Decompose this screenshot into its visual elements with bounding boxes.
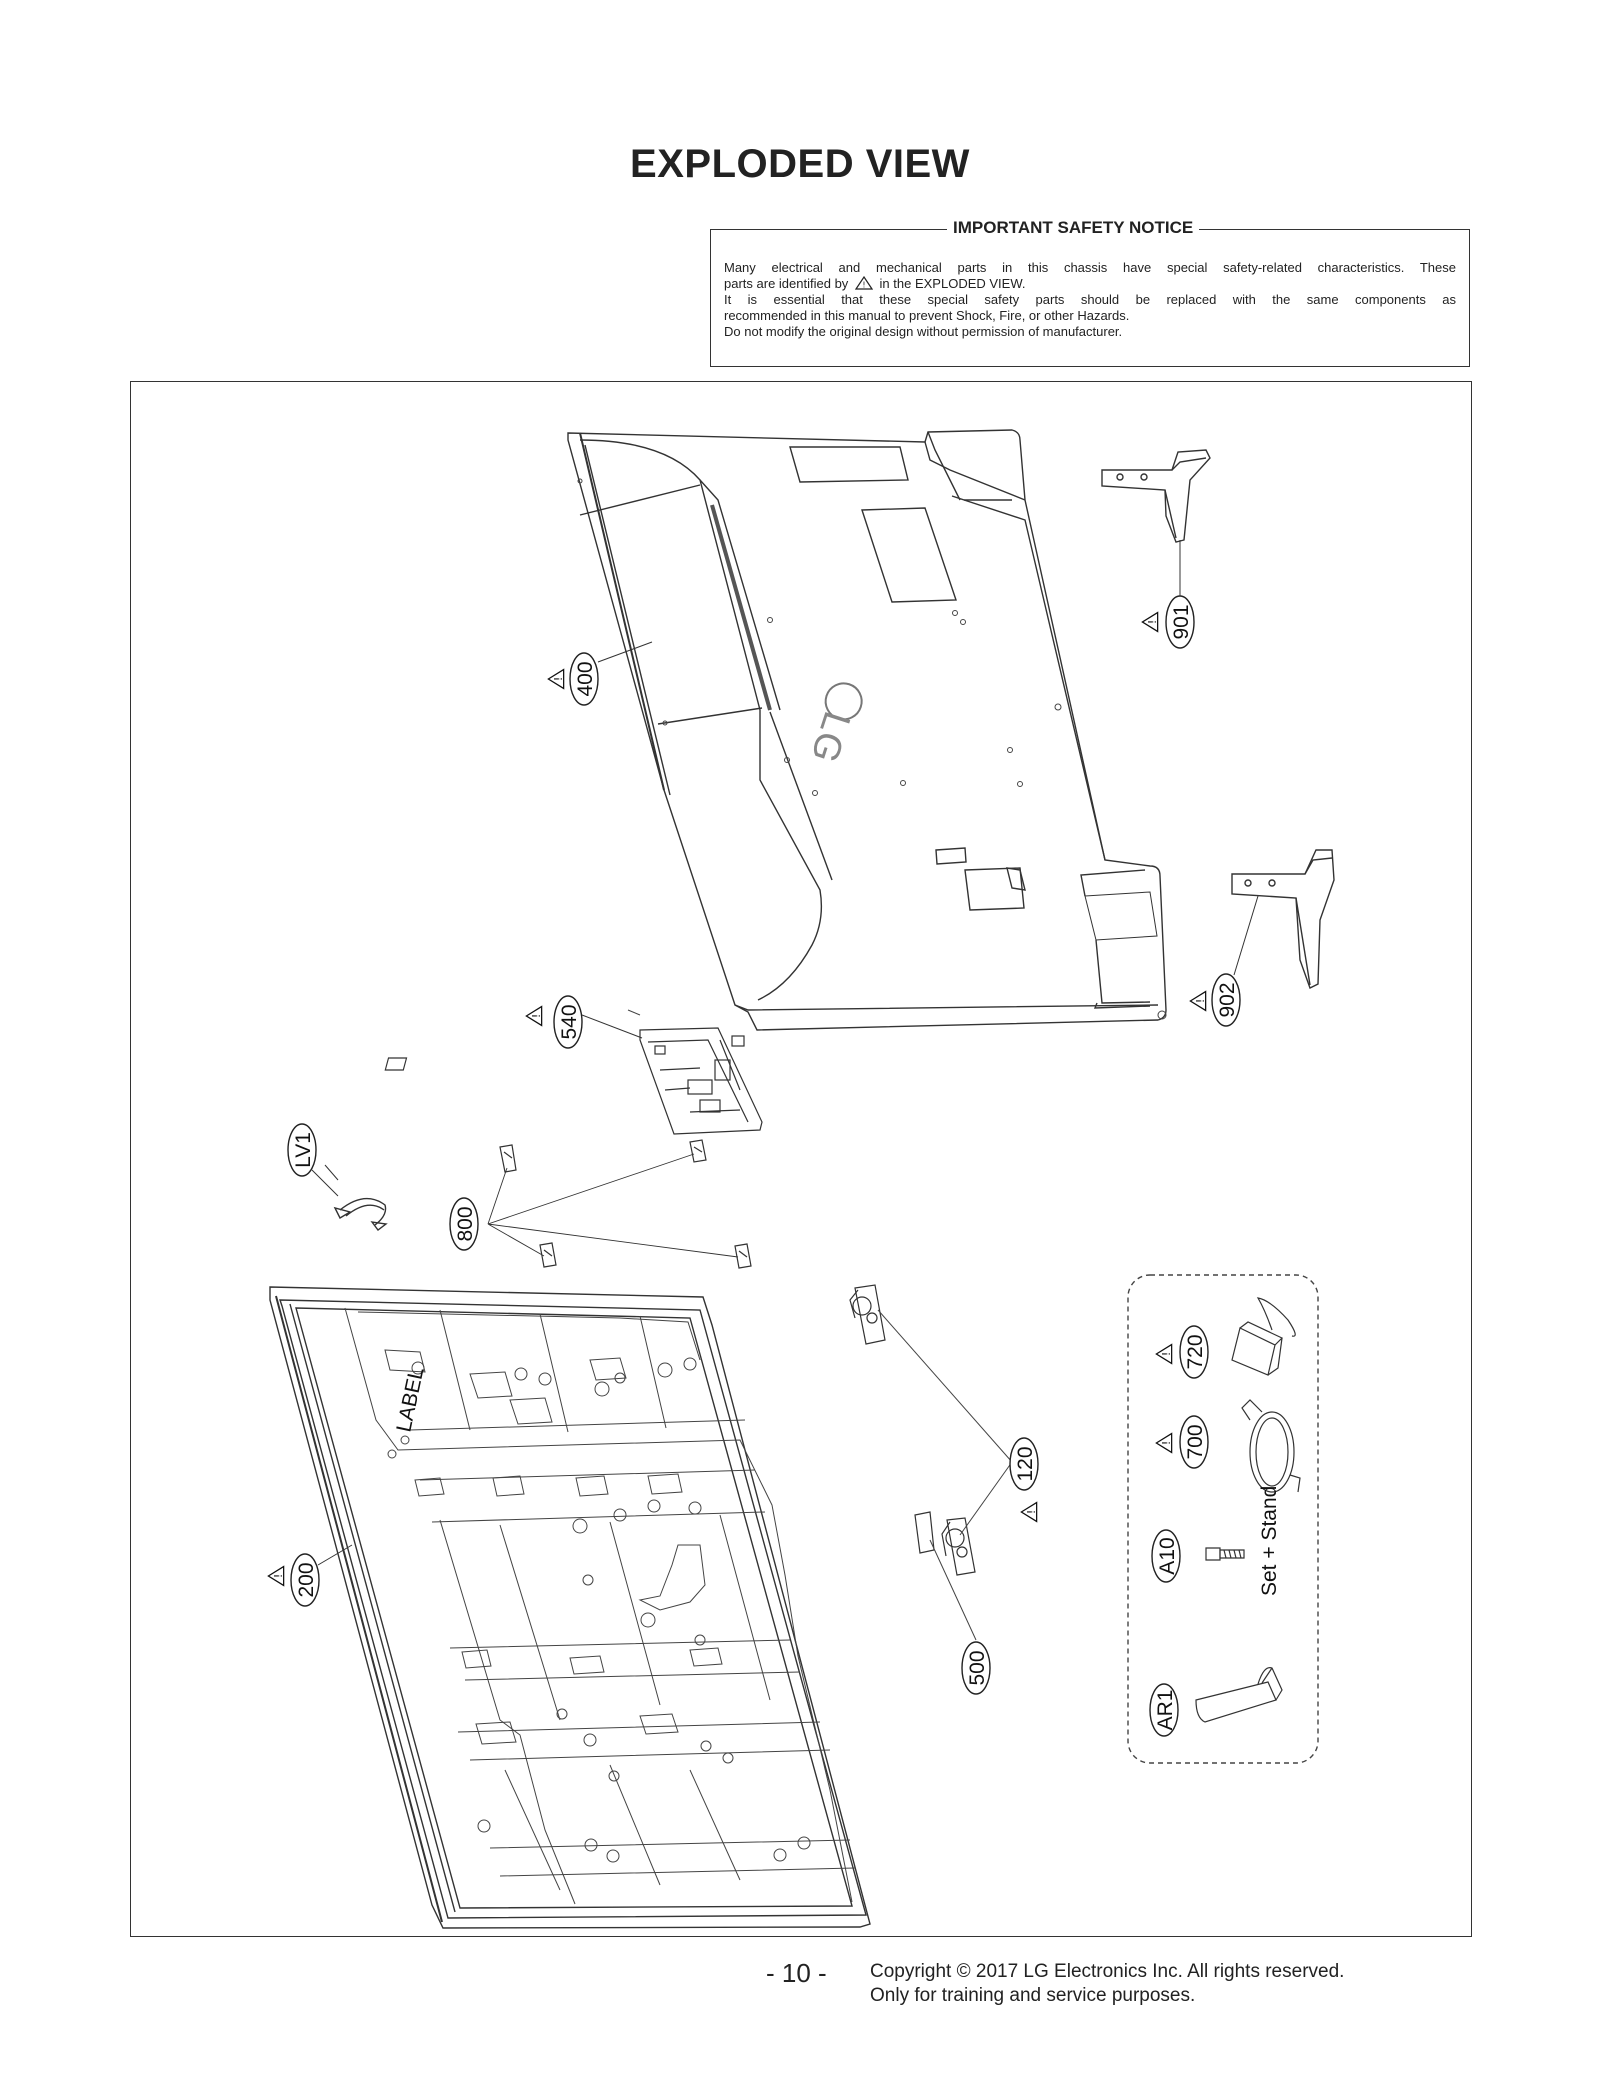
speaker-holders-part <box>487 1139 752 1269</box>
warning-triangle-icon <box>1020 1501 1038 1523</box>
part-label-120: 120 <box>1009 1437 1039 1523</box>
lv1-cable-part <box>324 1164 388 1231</box>
warning-triangle-icon <box>1141 611 1159 633</box>
notice-line-5: Do not modify the original design withou… <box>724 324 1123 339</box>
svg-text:!: ! <box>862 281 865 290</box>
notice-line-4: recommended in this manual to prevent Sh… <box>724 308 1130 323</box>
svg-text:500: 500 <box>966 1650 989 1685</box>
part-label-a10: A10 <box>1151 1529 1181 1583</box>
svg-text:902: 902 <box>1216 982 1239 1017</box>
speaker-leader-lines <box>627 1009 1013 1641</box>
copyright-text: Copyright © 2017 LG Electronics Inc. All… <box>870 1961 1345 1982</box>
svg-text:800: 800 <box>454 1206 477 1241</box>
notice-line-2-post: in the EXPLODED VIEW. <box>879 276 1026 291</box>
back-cover-part <box>567 429 1167 1031</box>
part-label-720: 720 <box>1155 1325 1209 1379</box>
back-cover-screw-holes <box>577 478 1167 1020</box>
svg-text:AR1: AR1 <box>1154 1690 1177 1731</box>
warning-triangle-icon <box>525 1005 543 1027</box>
notice-line-3: It is essential that these special safet… <box>724 292 1456 307</box>
warning-triangle-icon <box>267 1565 285 1587</box>
notice-line-1: Many electrical and mechanical parts in … <box>724 260 1456 275</box>
set-stand-note: Set + Stand <box>1258 1486 1281 1596</box>
accessory-box <box>1127 1274 1319 1764</box>
panel-label-text: LABEL <box>392 1365 428 1434</box>
svg-text:200: 200 <box>295 1562 318 1597</box>
svg-text:LV1: LV1 <box>292 1132 315 1168</box>
warning-triangle-icon <box>1189 990 1207 1012</box>
stand-left-part <box>1101 449 1211 543</box>
svg-text:720: 720 <box>1184 1334 1207 1369</box>
warning-triangle-icon <box>1155 1343 1173 1365</box>
svg-text:A10: A10 <box>1156 1537 1179 1574</box>
screw-part <box>1205 1547 1245 1561</box>
speaker-left-part <box>914 1511 976 1576</box>
diagram-frame <box>130 381 1472 1937</box>
warning-triangle-icon <box>547 668 565 690</box>
part-label-400: 400 <box>547 641 653 706</box>
power-cord-part <box>1241 1399 1301 1493</box>
svg-text:901: 901 <box>1170 604 1193 639</box>
notice-line-2: parts are identified by ! in the EXPLODE… <box>724 275 1456 292</box>
panel-inner-structure <box>344 1307 856 1905</box>
page-title: EXPLODED VIEW <box>630 142 970 186</box>
part-label-lv1: LV1 <box>287 1123 339 1197</box>
svg-text:700: 700 <box>1184 1424 1207 1459</box>
part-label-700: 700 <box>1155 1415 1209 1469</box>
training-note: Only for training and service purposes. <box>870 1985 1196 2006</box>
part-label-ar1: AR1 <box>1149 1683 1179 1737</box>
part-label-902: 902 <box>1189 895 1259 1027</box>
page-number: - 10 - <box>766 1958 827 1988</box>
lg-logo: LG <box>802 682 863 767</box>
safety-notice-body: Many electrical and mechanical parts in … <box>724 260 1456 340</box>
part-label-901: 901 <box>1141 540 1195 649</box>
part-label-800: 800 <box>449 1197 479 1251</box>
panel-screw-holes <box>387 1357 811 1863</box>
safety-notice-heading: IMPORTANT SAFETY NOTICE <box>947 218 1200 238</box>
part-label-200: 200 <box>267 1544 353 1607</box>
lg-logo-text: LG <box>802 706 858 767</box>
svg-text:120: 120 <box>1014 1446 1037 1481</box>
warning-triangle-icon: ! <box>852 275 876 291</box>
warning-triangle-icon <box>1155 1432 1173 1454</box>
svg-text:400: 400 <box>574 661 597 696</box>
notice-line-2-pre: parts are identified by <box>724 276 849 291</box>
svg-text:540: 540 <box>558 1004 581 1039</box>
footer-text: Copyright © 2017 LG Electronics Inc. All… <box>870 1960 1344 2008</box>
remote-control-part <box>1195 1667 1283 1723</box>
part-label-500: 500 <box>961 1641 991 1695</box>
display-panel-part <box>269 1286 871 1929</box>
stand-right-part <box>1231 849 1335 989</box>
main-board-part <box>384 1027 763 1135</box>
speaker-right-part <box>849 1284 886 1345</box>
safety-notice-box: IMPORTANT SAFETY NOTICE Many electrical … <box>710 218 1470 367</box>
part-label-540: 540 <box>525 995 643 1049</box>
ac-adapter-part <box>1231 1297 1296 1376</box>
